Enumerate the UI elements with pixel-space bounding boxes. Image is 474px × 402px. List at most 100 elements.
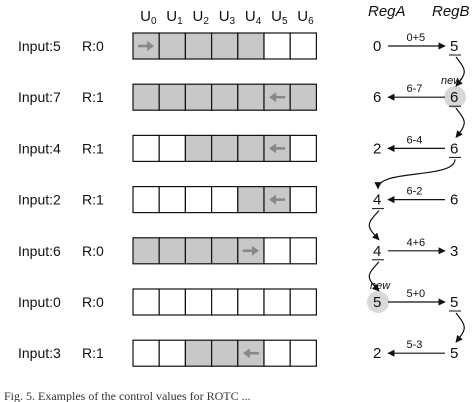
reg-b-value: 3 — [450, 243, 458, 260]
unit-header: U3 — [219, 8, 236, 27]
unit-cell — [132, 339, 160, 367]
row-r-label: R:0 — [82, 243, 104, 259]
transition-arrow — [368, 261, 380, 292]
unit-cell — [132, 237, 160, 265]
pointer-arrow-head — [147, 41, 155, 51]
op-label: 6-4 — [407, 134, 423, 146]
pointer-arrow-icon — [269, 194, 286, 205]
row-input-label: Input:5 — [18, 38, 61, 54]
unit-header: U4 — [245, 8, 262, 27]
unit-cell — [237, 186, 265, 214]
transition-arrow — [368, 210, 380, 241]
pointer-arrow-icon — [269, 92, 286, 103]
unit-cell — [184, 237, 213, 265]
row-input-label: Input:7 — [18, 89, 61, 105]
new-highlight — [444, 86, 466, 109]
reg-b-value: 5 — [450, 294, 458, 311]
unit-cell — [289, 237, 318, 265]
pointer-arrow-icon — [269, 143, 286, 154]
unit-cell — [263, 32, 291, 60]
unit-cell — [237, 32, 265, 60]
unit-cell — [237, 83, 265, 111]
unit-cell — [211, 288, 239, 316]
unit-cell — [289, 339, 318, 367]
row-r-label: R:1 — [82, 345, 104, 361]
op-label: 0+5 — [407, 32, 426, 44]
unit-cell — [263, 237, 291, 265]
reg-a-value: 4 — [373, 192, 381, 209]
reg-b-value: 6 — [450, 89, 458, 106]
unit-cell — [289, 83, 318, 111]
unit-cell — [289, 32, 318, 60]
reg-b-value: 5 — [450, 345, 458, 362]
unit-cell — [184, 134, 213, 162]
op-label: 5-3 — [407, 339, 423, 351]
pointer-arrow-head — [269, 143, 277, 154]
unit-cell — [184, 83, 213, 111]
row-input-label: Input:2 — [18, 192, 61, 208]
reg-b-header: RegB — [432, 3, 470, 20]
row-r-label: R:1 — [82, 140, 104, 156]
op-label: 6-7 — [407, 83, 423, 95]
unit-cell — [289, 288, 318, 316]
unit-cell — [211, 339, 239, 367]
row-r-label: R:0 — [82, 294, 104, 310]
reg-a-value: 0 — [373, 38, 381, 55]
unit-cell — [184, 186, 213, 214]
unit-cell — [158, 32, 186, 60]
row-input-label: Input:3 — [18, 345, 61, 361]
unit-cell — [158, 288, 186, 316]
reg-b-value: 6 — [450, 192, 458, 209]
pointer-arrow-head — [269, 194, 277, 205]
pointer-arrow-icon — [138, 41, 155, 51]
unit-cell — [158, 339, 186, 367]
unit-cell — [211, 186, 239, 214]
unit-cell — [132, 83, 160, 111]
pointer-arrow-head — [269, 92, 277, 103]
unit-cell — [132, 186, 160, 214]
op-label: 4+6 — [407, 237, 426, 249]
unit-header: U0 — [140, 8, 157, 27]
op-label: 6-2 — [407, 186, 423, 198]
transition-arrow — [455, 312, 465, 343]
pointer-arrow-icon — [242, 348, 259, 359]
pointer-arrow-head — [242, 348, 250, 359]
pointer-arrow-icon — [242, 245, 259, 256]
unit-cell — [158, 237, 186, 265]
unit-cell — [237, 134, 265, 162]
row-input-label: Input:6 — [18, 243, 61, 259]
reg-a-value: 2 — [373, 345, 381, 362]
unit-cell — [184, 339, 213, 367]
unit-cell — [211, 32, 239, 60]
reg-a-value: 6 — [373, 89, 381, 106]
unit-cell — [263, 339, 291, 367]
transition-arrow — [455, 56, 465, 87]
unit-cell — [211, 83, 239, 111]
row-r-label: R:1 — [82, 192, 104, 208]
unit-cell — [132, 32, 160, 60]
transition-arrow — [455, 107, 465, 138]
row-r-label: R:0 — [82, 38, 104, 54]
reg-a-value: 4 — [373, 243, 381, 260]
reg-a-header: RegA — [368, 3, 406, 20]
unit-cell — [132, 288, 160, 316]
unit-header: U5 — [271, 8, 288, 27]
unit-cell — [263, 288, 291, 316]
figure-caption: Fig. 5. Examples of the control values f… — [4, 389, 251, 402]
row-r-label: R:1 — [82, 89, 104, 105]
unit-cell — [132, 134, 160, 162]
new-highlight — [367, 291, 389, 313]
unit-cell — [184, 288, 213, 316]
pointer-arrow-head — [251, 245, 259, 256]
op-label: 5+0 — [407, 288, 426, 300]
unit-header: U2 — [193, 8, 210, 27]
unit-cell — [237, 288, 265, 316]
row-input-label: Input:0 — [18, 294, 61, 310]
reg-b-value: 5 — [450, 38, 458, 55]
unit-header: U6 — [297, 8, 314, 27]
unit-cell — [289, 186, 318, 214]
unit-cell — [211, 237, 239, 265]
